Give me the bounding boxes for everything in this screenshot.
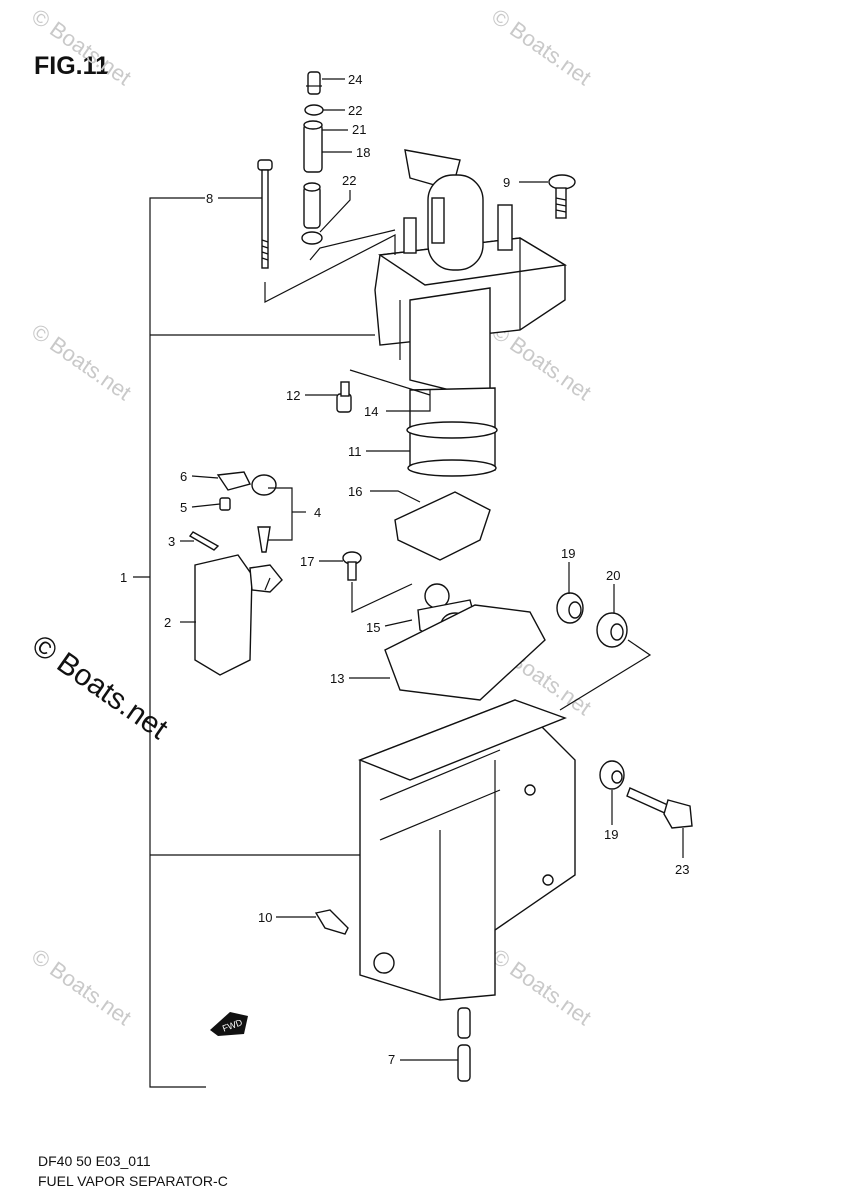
screw-10 xyxy=(314,909,349,935)
grommet-20 xyxy=(596,612,628,648)
assembly-bracket xyxy=(149,197,380,1088)
clamp-22-upper xyxy=(304,104,324,116)
callout-13: 13 xyxy=(330,671,344,686)
callout-2: 2 xyxy=(164,615,171,630)
figure-code: DF40 50 E03_011 xyxy=(38,1153,151,1169)
fwd-arrow: FWD xyxy=(210,1012,248,1036)
callout-22-upper: 22 xyxy=(348,103,362,118)
callout-11: 11 xyxy=(348,444,362,459)
watermark: © Boats.net xyxy=(27,944,136,1031)
cover-2 xyxy=(194,554,283,676)
figure-title: FIG.11 xyxy=(34,52,110,80)
grommet-19-lower xyxy=(599,760,625,790)
callout-23: 23 xyxy=(675,862,689,877)
callout-4: 4 xyxy=(314,505,321,520)
separator-cover xyxy=(374,149,568,401)
callout-24: 24 xyxy=(348,72,362,87)
figure-subtitle: FUEL VAPOR SEPARATOR-C xyxy=(38,1173,228,1189)
callout-3: 3 xyxy=(168,534,175,549)
callout-12: 12 xyxy=(286,388,300,403)
parts-4-5-6 xyxy=(188,471,277,553)
callout-22-lower: 22 xyxy=(342,173,356,188)
gasket-16 xyxy=(394,491,491,561)
hose-lower xyxy=(303,182,321,229)
pump-11 xyxy=(406,387,498,477)
watermark: © Boats.net xyxy=(487,4,596,91)
grommet-19-upper xyxy=(556,592,584,624)
callout-numbers: 1 2 3 4 5 6 7 8 9 10 11 12 13 14 15 16 1… xyxy=(120,72,689,1067)
screw-17 xyxy=(342,551,362,581)
callout-14: 14 xyxy=(364,404,378,419)
bolt-8 xyxy=(257,159,273,269)
callout-16: 16 xyxy=(348,484,362,499)
callout-18: 18 xyxy=(356,145,370,160)
leader-lines xyxy=(133,78,684,1061)
watermark: © Boats.net xyxy=(27,319,136,406)
watermark: © Boats.net xyxy=(27,4,136,91)
callout-5: 5 xyxy=(180,500,187,515)
fitting-24 xyxy=(306,71,322,95)
gasket-13 xyxy=(384,604,546,701)
callout-9: 9 xyxy=(503,175,510,190)
bolt-23 xyxy=(626,787,693,829)
callout-8: 8 xyxy=(206,191,213,206)
bolt-12 xyxy=(336,381,352,413)
case-body xyxy=(358,699,576,1001)
callout-6: 6 xyxy=(180,469,187,484)
callout-19-upper: 19 xyxy=(561,546,575,561)
hose-21-18 xyxy=(303,120,323,173)
callout-17: 17 xyxy=(300,554,314,569)
watermark: © Boats.net xyxy=(487,944,596,1031)
callout-19-lower: 19 xyxy=(604,827,618,842)
callout-21: 21 xyxy=(352,122,366,137)
screw-9 xyxy=(548,174,576,219)
clamp-22-lower xyxy=(301,231,323,245)
watermark-large: © Boats.net xyxy=(26,629,174,747)
callout-7: 7 xyxy=(388,1052,395,1067)
hose-7 xyxy=(457,1007,471,1082)
callout-1: 1 xyxy=(120,570,127,585)
callout-15: 15 xyxy=(366,620,380,635)
callout-20: 20 xyxy=(606,568,620,583)
callout-10: 10 xyxy=(258,910,272,925)
